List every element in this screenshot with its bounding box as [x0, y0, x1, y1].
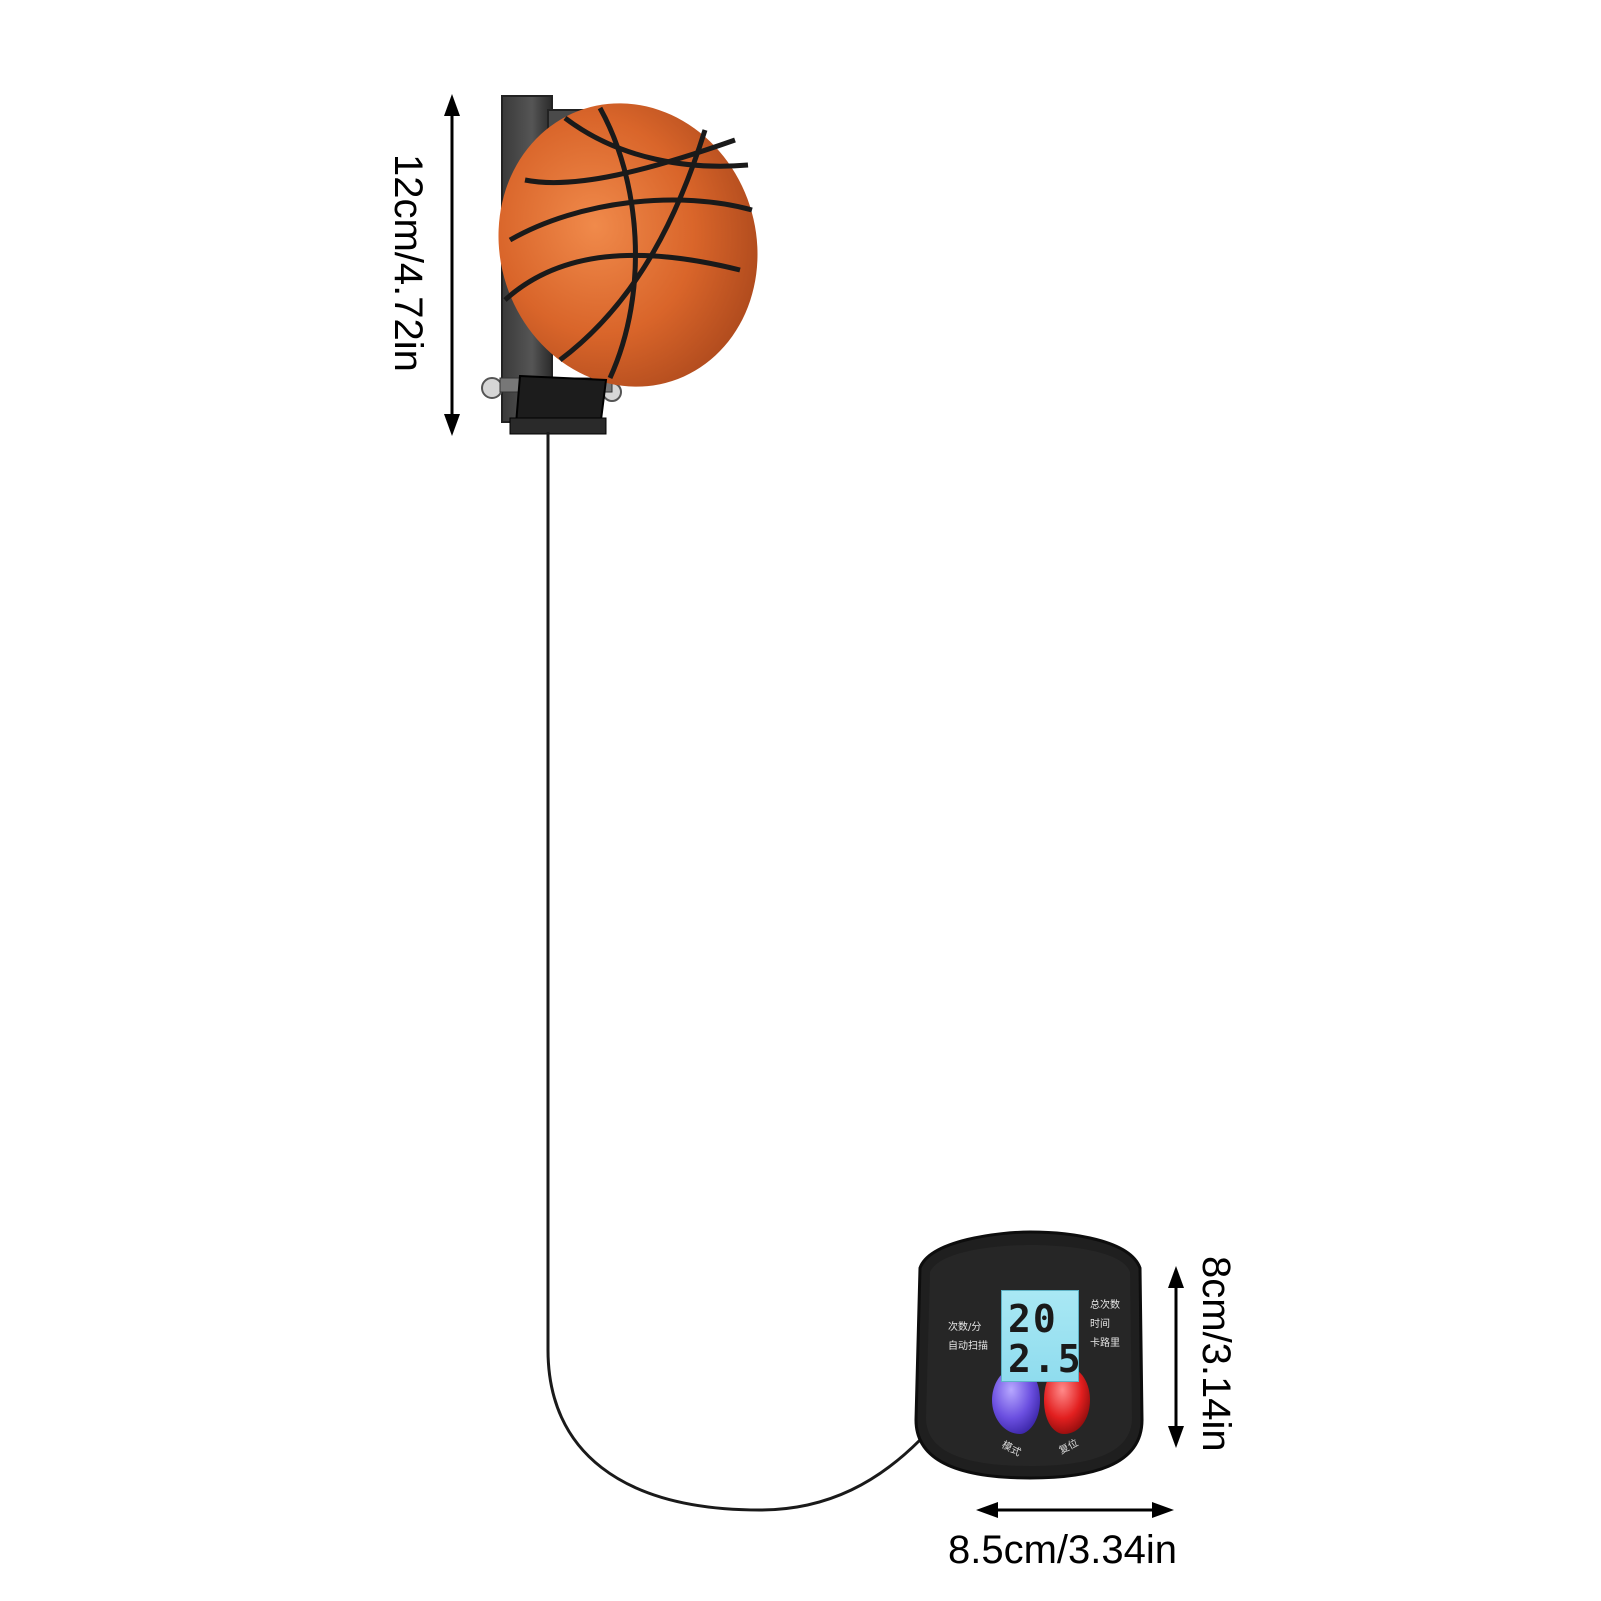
mode-button[interactable]	[992, 1366, 1040, 1434]
ball-clamp	[509, 374, 608, 435]
ball-height-label: 12cm/4.72in	[386, 154, 430, 372]
counter-height-arrow	[1168, 1266, 1184, 1448]
arrow-head-icon	[1168, 1266, 1184, 1288]
arrow-head-icon	[444, 414, 460, 436]
counter-width-arrow	[976, 1502, 1174, 1518]
panel-right-labels: 总次数 时间 卡路里	[1090, 1296, 1120, 1353]
lcd-top-value: 20	[1008, 1297, 1058, 1341]
arrow-head-icon	[1152, 1502, 1174, 1518]
counter-width-label: 8.5cm/3.34in	[948, 1528, 1178, 1572]
label-per-minute: 次数/分	[948, 1322, 982, 1333]
label-auto-scan: 自动扫描	[948, 1341, 988, 1352]
label-total-count: 总次数	[1090, 1300, 1120, 1311]
basketball	[498, 103, 758, 387]
label-calories: 卡路里	[1090, 1338, 1120, 1349]
counter-height-label: 8cm/3.14in	[1194, 1256, 1238, 1452]
sensor-cable	[546, 432, 922, 1512]
arrow-head-icon	[1168, 1426, 1184, 1448]
reset-button[interactable]	[1044, 1366, 1090, 1434]
lcd-screen	[1001, 1290, 1079, 1382]
arrow-head-icon	[444, 94, 460, 116]
arrow-head-icon	[976, 1502, 998, 1518]
ball-height-arrow	[444, 94, 460, 436]
label-time: 时间	[1090, 1319, 1110, 1330]
panel-left-labels: 次数/分 自动扫描	[948, 1318, 988, 1356]
lcd-bottom-value: 2.5	[1008, 1337, 1083, 1381]
screw-icon	[481, 377, 503, 399]
